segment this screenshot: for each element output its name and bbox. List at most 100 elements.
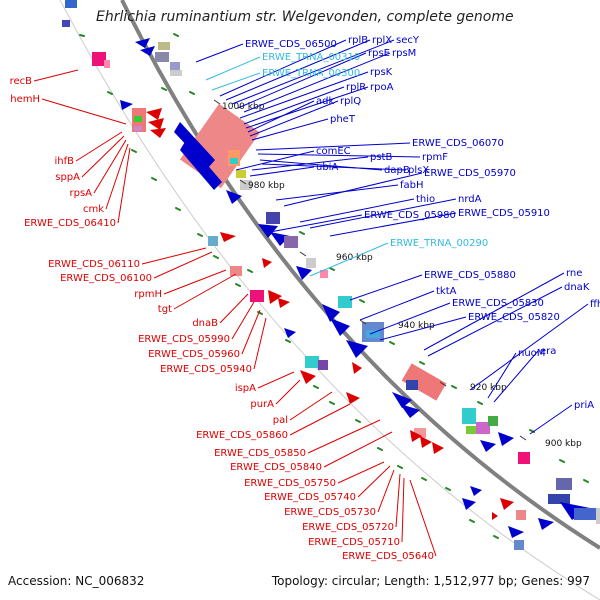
- leader-line: [41, 98, 127, 125]
- leader-line: [235, 150, 315, 171]
- gene-label-rplq: rplQ: [340, 96, 361, 107]
- gene-label-erwe-cds-05970: ERWE_CDS_05970: [424, 168, 516, 179]
- gene-label-rne: rne: [566, 268, 582, 279]
- gene-label-adk: adk: [316, 96, 334, 107]
- gene-label-ubia: ubiA: [316, 162, 338, 173]
- gene-label-erwe-trna-00300: ERWE_TRNA_00300: [262, 68, 360, 79]
- leader-line: [251, 156, 369, 171]
- leader-line: [379, 316, 467, 341]
- gene-label-pal: pal: [273, 415, 288, 426]
- feature-track-middle: [250, 290, 447, 418]
- leader-line: [243, 52, 391, 113]
- gene-label-phet: pheT: [330, 114, 356, 125]
- gene-label-erwe-cds-05730: ERWE_CDS_05730: [284, 507, 376, 518]
- gene-label-tkta: tktA: [436, 286, 457, 297]
- feature-track-dense: [174, 103, 328, 280]
- gene-label-ispa: ispA: [235, 383, 256, 394]
- gene-label-erwe-cds-05990: ERWE_CDS_05990: [138, 334, 230, 345]
- leader-line: [93, 139, 127, 194]
- leader-line: [423, 272, 565, 351]
- gene-label-ihfb: ihfB: [55, 156, 75, 167]
- gene-label-erwe-cds-05830: ERWE_CDS_05830: [452, 298, 544, 309]
- gene-label-hemh: hemH: [10, 94, 40, 105]
- leader-line: [245, 86, 369, 129]
- leader-line: [409, 479, 437, 557]
- leader-line: [329, 212, 457, 237]
- leader-line: [257, 153, 421, 158]
- leader-line: [243, 86, 345, 125]
- gene-label-erwe-cds-05840: ERWE_CDS_05840: [230, 462, 322, 473]
- leader-line: [195, 43, 244, 63]
- summary-text: Topology: circular; Length: 1,512,977 bp…: [271, 574, 590, 588]
- leader-line: [401, 477, 405, 543]
- leader-lines: [33, 39, 589, 557]
- gene-label-erwe-cds-05880: ERWE_CDS_05880: [424, 270, 516, 281]
- gene-label-plsx: plsX: [408, 165, 429, 176]
- gene-label-rplb: rplB: [348, 35, 368, 46]
- kbp-label: 980 kbp: [248, 181, 285, 191]
- gene-label-erwe-cds-05910: ERWE_CDS_05910: [458, 208, 550, 219]
- leader-line: [309, 198, 457, 229]
- leader-line: [359, 290, 435, 321]
- gene-label-rpmf: rpmF: [422, 152, 448, 163]
- leader-line: [275, 184, 399, 201]
- leader-line: [255, 142, 411, 151]
- tick-marks: [79, 33, 589, 539]
- leader-line: [81, 135, 125, 178]
- genome-outer-ring: [59, 0, 600, 600]
- leader-line: [307, 419, 381, 454]
- leader-line: [289, 403, 351, 436]
- gene-label-cmk: cmk: [83, 204, 104, 215]
- leader-line: [219, 39, 347, 97]
- gene-label-dapb: dapB: [384, 165, 410, 176]
- kbp-label: 940 kbp: [398, 321, 435, 331]
- leader-line: [141, 247, 207, 265]
- leader-line: [249, 100, 339, 137]
- gene-label-pstb: pstB: [370, 152, 392, 163]
- gene-label-erwe-cds-05820: ERWE_CDS_05820: [468, 312, 560, 323]
- gene-label-pria: priA: [574, 400, 594, 411]
- leader-line: [153, 251, 213, 279]
- leader-line: [469, 303, 589, 391]
- gene-label-erwe-cds-06500: ERWE_CDS_06500: [245, 39, 337, 50]
- leader-line: [275, 379, 301, 405]
- leader-line: [529, 404, 573, 435]
- gene-label-nrda: nrdA: [458, 194, 482, 205]
- gene-label-rpmh: rpmH: [134, 289, 162, 300]
- gene-label-erwe-trna-00310: ERWE_TRNA_00310: [262, 52, 360, 63]
- gene-label-pura: purA: [250, 399, 274, 410]
- gene-label-dnab: dnaB: [192, 318, 218, 329]
- gene-label-erwe-cds-06100: ERWE_CDS_06100: [60, 273, 152, 284]
- gene-label-rpoa: rpoA: [370, 82, 394, 93]
- leader-line: [369, 302, 451, 335]
- leader-line: [239, 71, 369, 119]
- leader-line: [253, 317, 267, 370]
- gene-label-ffh: ffh: [590, 299, 600, 310]
- leader-line: [75, 131, 123, 162]
- gene-label-rplx: rplX: [372, 35, 392, 46]
- leader-line: [269, 214, 363, 233]
- leader-line: [247, 100, 315, 133]
- leader-line: [231, 39, 395, 105]
- gene-label-erwe-cds-05850: ERWE_CDS_05850: [214, 448, 306, 459]
- kbp-label: 920 kbp: [470, 383, 507, 393]
- leader-line: [241, 309, 261, 355]
- gene-label-erwe-cds-06110: ERWE_CDS_06110: [48, 259, 140, 270]
- gene-label-erwe-trna-00290: ERWE_TRNA_00290: [390, 238, 488, 249]
- leader-line: [377, 469, 395, 513]
- leader-line: [309, 242, 389, 277]
- gene-label-sppa: sppA: [55, 172, 80, 183]
- leader-line: [261, 163, 407, 171]
- map-title: Ehrlichia ruminantium str. Welgevonden, …: [96, 9, 514, 25]
- leader-line: [163, 269, 227, 295]
- leader-line: [231, 301, 255, 340]
- leader-line: [299, 198, 415, 223]
- leader-line: [323, 431, 393, 468]
- gene-label-erwe-cds-05860: ERWE_CDS_05860: [196, 430, 288, 441]
- gene-label-erwe-cds-05640: ERWE_CDS_05640: [342, 551, 434, 562]
- leader-line: [251, 118, 329, 141]
- leader-line: [117, 147, 131, 224]
- leader-line: [219, 293, 249, 324]
